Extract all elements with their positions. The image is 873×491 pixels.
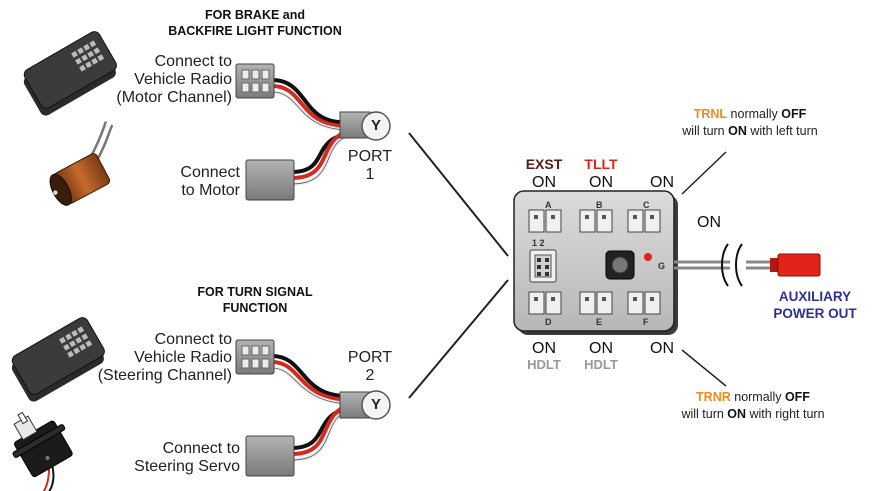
note-off: OFF [784, 390, 810, 404]
aux-line: POWER OUT [773, 306, 857, 321]
trnr-state: ON [650, 340, 674, 357]
note-line-1: TRNL normally OFF [650, 106, 850, 123]
note-line-2: will turn ON with right turn [648, 406, 858, 423]
port1-leader-line [408, 132, 509, 257]
motor-connector [245, 159, 295, 201]
note-text: with right turn [746, 407, 825, 421]
label-line: (Motor Channel) [116, 89, 232, 106]
motor-image [49, 121, 114, 206]
port-letter-c: C [643, 200, 650, 210]
label-line: 1 [365, 166, 375, 183]
trnl-state: ON [650, 174, 674, 191]
header-line: FUNCTION [222, 301, 288, 315]
radio-connector [235, 339, 275, 375]
status-led [644, 253, 652, 261]
motor-label: Connect to Motor [110, 164, 240, 200]
aux-power-lead [674, 243, 821, 287]
port-letter-a: A [545, 200, 552, 210]
label-line: 2 [365, 367, 375, 384]
port-letter-e: E [596, 317, 603, 327]
header-line: FOR BRAKE and [205, 8, 305, 22]
label-line: (Steering Channel) [97, 367, 232, 384]
radio-connector [235, 63, 275, 99]
port-2-label: PORT 2 [340, 349, 400, 385]
hdlt-right-tag: HDLT [584, 357, 618, 372]
port2-leader-line [408, 279, 509, 399]
trnr-leader-line [681, 349, 727, 387]
servo-label: Connect to Steering Servo [100, 440, 240, 476]
radio-motor-label: Connect to Vehicle Radio (Motor Channel) [100, 53, 232, 107]
servo-connector [245, 435, 295, 477]
note-off: OFF [781, 107, 807, 121]
port-1-label: PORT 1 [340, 148, 400, 184]
label-line: Vehicle Radio [134, 71, 232, 88]
aux-state: ON [697, 214, 721, 231]
port-letter-d: D [545, 317, 552, 327]
note-text: normally [727, 107, 782, 121]
label-line: Steering Servo [134, 458, 240, 475]
port-letter-g: G [658, 261, 666, 271]
note-on: ON [728, 124, 747, 138]
servo-image [12, 411, 73, 491]
exst-state: ON [532, 174, 556, 191]
lighting-controller-module [513, 190, 678, 335]
port-letter-b: B [596, 200, 603, 210]
hdlt-right-state: ON [589, 340, 613, 357]
tllt-state: ON [589, 174, 613, 191]
note-text: normally [730, 390, 785, 404]
label-line: Connect to [162, 440, 240, 457]
aux-line: AUXILIARY [778, 289, 852, 304]
port-letter-f: F [643, 317, 649, 327]
tllt-tag: TLLT [584, 156, 618, 172]
aux-power-label: AUXILIARY POWER OUT [760, 288, 870, 322]
header-line: FOR TURN SIGNAL [197, 285, 313, 299]
exst-tag: EXST [525, 156, 563, 172]
y-harness-letter: Y [370, 117, 381, 134]
y-harness-connector [339, 111, 391, 141]
trnl-name: TRNL [693, 107, 728, 121]
brake-function-header: FOR BRAKE and BACKFIRE LIGHT FUNCTION [120, 7, 390, 39]
trnr-note: TRNR normally OFF will turn ON with righ… [648, 389, 858, 423]
note-text: will turn [681, 407, 728, 421]
note-on: ON [727, 407, 747, 421]
note-line-2: will turn ON with left turn [650, 123, 850, 140]
turn-signal-header: FOR TURN SIGNAL FUNCTION [120, 284, 390, 316]
y-harness-connector [339, 390, 391, 420]
note-text: with left turn [746, 124, 818, 138]
label-line: Vehicle Radio [134, 349, 232, 366]
radio-receiver-image [11, 317, 105, 402]
trnl-note: TRNL normally OFF will turn ON with left… [650, 106, 850, 140]
radio-steering-label: Connect to Vehicle Radio (Steering Chann… [90, 331, 232, 385]
trnl-leader-line [681, 151, 727, 195]
jumper-label: 1 2 [532, 238, 545, 248]
top-wire-group [271, 78, 351, 186]
note-line-1: TRNR normally OFF [648, 389, 858, 406]
label-line: Connect to [154, 53, 232, 70]
label-line: to Motor [181, 182, 240, 199]
label-line: Connect [180, 164, 240, 181]
y-harness-letter: Y [370, 396, 381, 413]
label-line: PORT [347, 349, 393, 366]
trnr-name: TRNR [696, 390, 731, 404]
label-line: PORT [347, 148, 393, 165]
note-text: will turn [682, 124, 729, 138]
label-line: Connect to [154, 331, 232, 348]
radio-receiver-image [23, 31, 117, 116]
hdlt-left-tag: HDLT [527, 357, 561, 372]
header-line: BACKFIRE LIGHT FUNCTION [168, 24, 342, 38]
hdlt-left-state: ON [532, 340, 556, 357]
